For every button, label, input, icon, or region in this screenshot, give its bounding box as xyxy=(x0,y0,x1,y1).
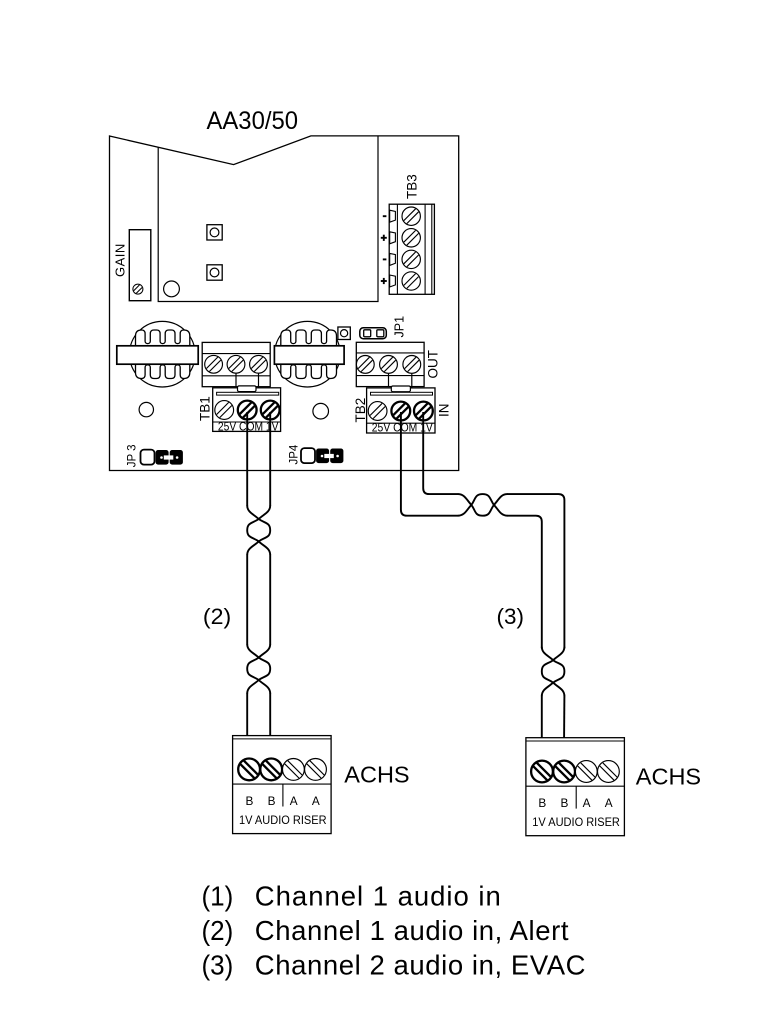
svg-text:AA30/50: AA30/50 xyxy=(207,107,299,135)
svg-text:B: B xyxy=(538,796,546,810)
svg-text:B: B xyxy=(268,794,276,808)
svg-text:B: B xyxy=(245,794,253,808)
svg-text:A: A xyxy=(312,794,320,808)
svg-text:JP4: JP4 xyxy=(289,444,301,464)
svg-text:GAIN: GAIN xyxy=(113,243,128,277)
svg-text:25V COM 1V: 25V COM 1V xyxy=(372,420,433,434)
svg-text:ACHS: ACHS xyxy=(636,763,701,789)
svg-text:Channel 1 audio in, Alert: Channel 1 audio in, Alert xyxy=(255,915,569,946)
svg-text:Channel 1 audio in: Channel 1 audio in xyxy=(255,881,501,912)
svg-text:Channel 2 audio in, EVAC: Channel 2 audio in, EVAC xyxy=(255,949,586,980)
svg-text:1V AUDIO RISER: 1V AUDIO RISER xyxy=(532,815,620,829)
svg-text:(3): (3) xyxy=(497,604,525,629)
svg-text:A: A xyxy=(290,794,298,808)
svg-text:JP 3: JP 3 xyxy=(127,444,139,467)
svg-text:IN: IN xyxy=(437,404,452,418)
svg-text:(3): (3) xyxy=(202,949,234,980)
svg-text:(2): (2) xyxy=(202,915,234,946)
svg-text:1V AUDIO RISER: 1V AUDIO RISER xyxy=(239,813,327,827)
svg-text:TB3: TB3 xyxy=(405,174,420,199)
svg-text:TB1: TB1 xyxy=(198,396,213,421)
svg-text:(2): (2) xyxy=(203,604,231,629)
svg-text:A: A xyxy=(583,796,591,810)
svg-text:B: B xyxy=(560,796,568,810)
svg-text:(1): (1) xyxy=(202,881,234,912)
svg-text:25V COM 1V: 25V COM 1V xyxy=(218,419,279,433)
svg-text:A: A xyxy=(605,796,613,810)
svg-text:ACHS: ACHS xyxy=(344,761,409,787)
svg-text:OUT: OUT xyxy=(426,350,441,379)
svg-text:JP1: JP1 xyxy=(393,316,407,338)
svg-text:TB2: TB2 xyxy=(353,398,368,423)
